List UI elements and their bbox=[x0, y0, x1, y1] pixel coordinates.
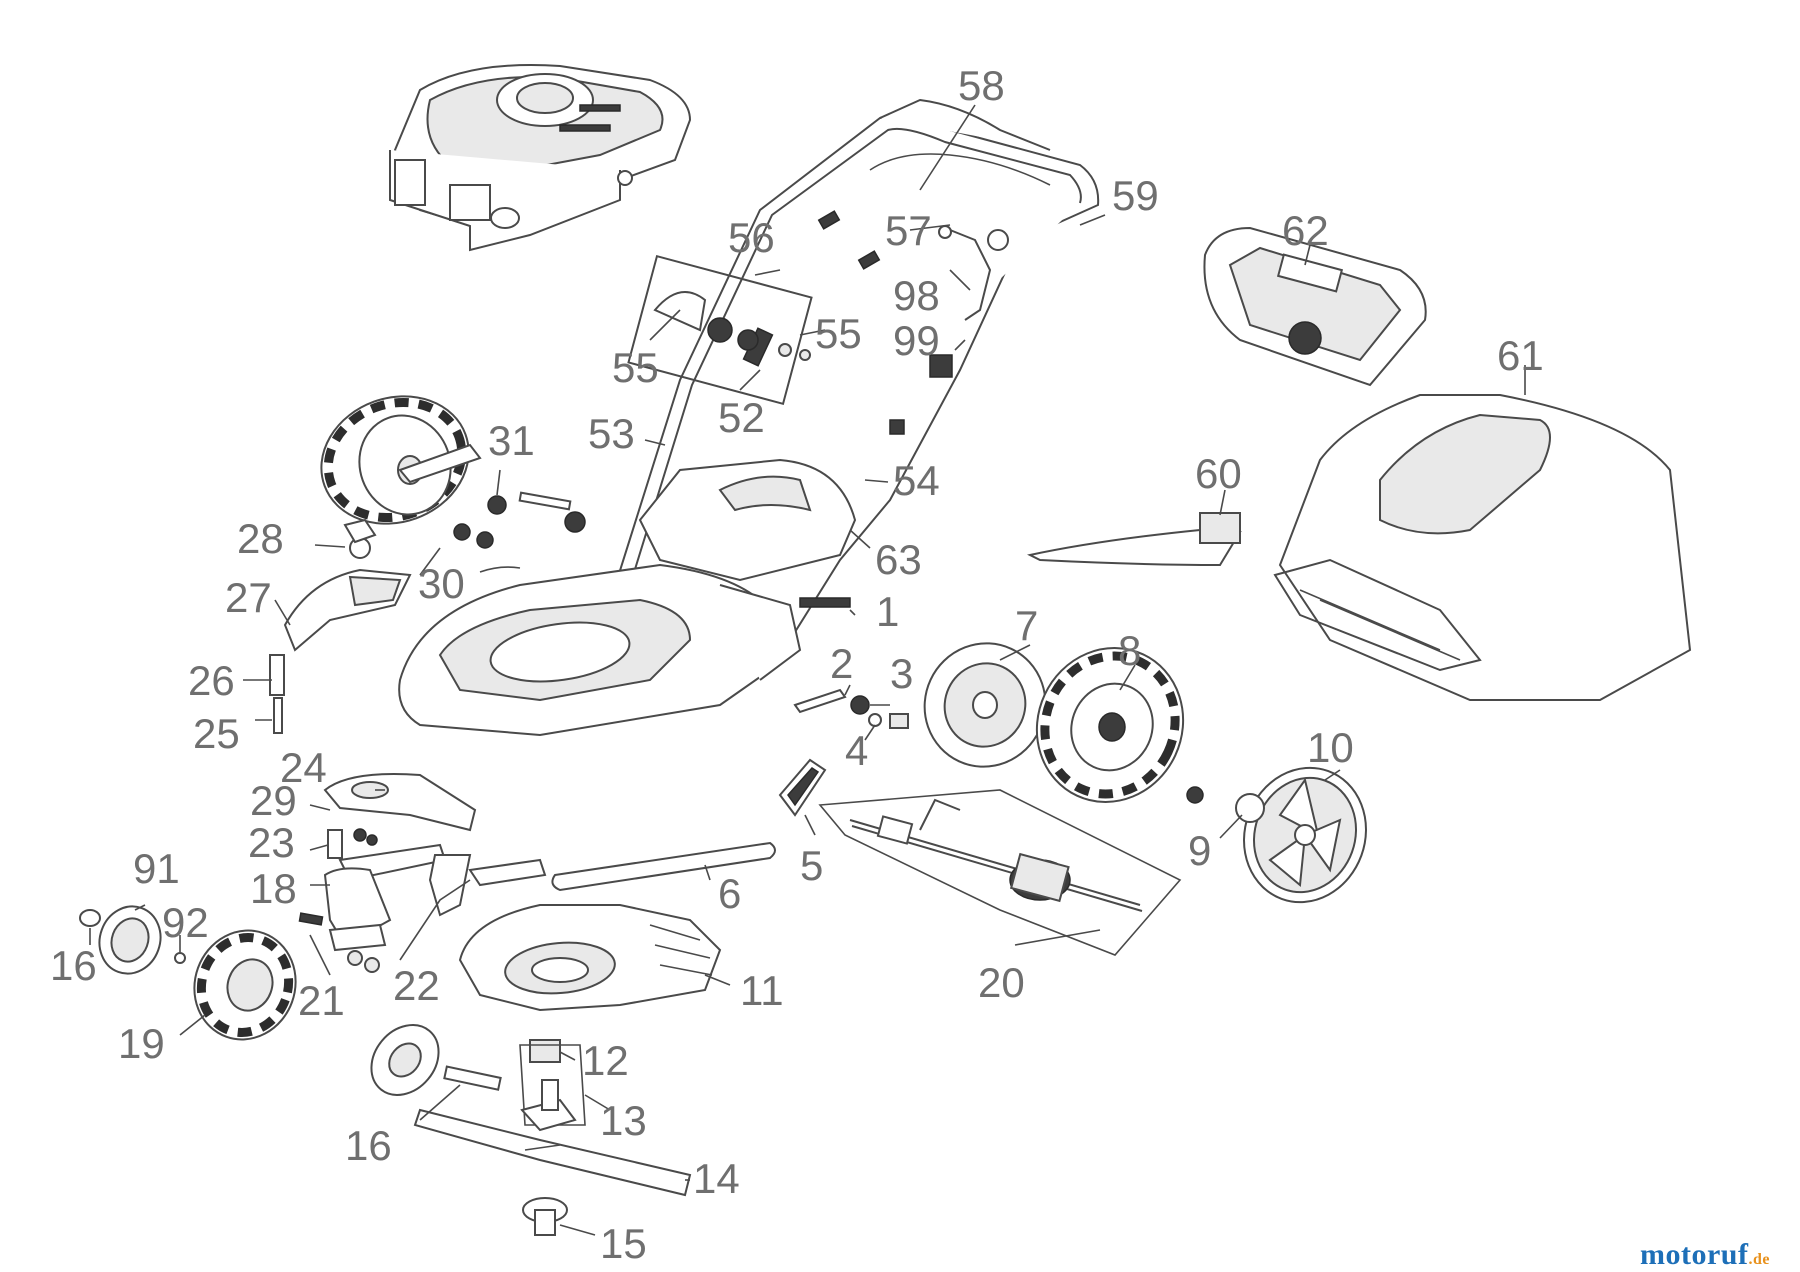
part-label-29: 29 bbox=[250, 777, 297, 824]
part-label-63: 63 bbox=[875, 536, 922, 583]
watermark-brand: motoruf bbox=[1640, 1238, 1749, 1271]
part-label-20: 20 bbox=[978, 959, 1025, 1006]
part-label-16-left: 16 bbox=[50, 942, 97, 989]
rear-flap-parts bbox=[269, 518, 412, 734]
engine-illustration bbox=[389, 64, 692, 252]
front-axle-parts bbox=[298, 773, 547, 973]
part-label-19: 19 bbox=[118, 1020, 165, 1067]
part-label-6: 6 bbox=[718, 870, 741, 917]
part-label-98: 98 bbox=[893, 272, 940, 319]
part-label-56: 56 bbox=[728, 214, 775, 261]
hub-cap-10-illustration bbox=[1186, 766, 1367, 904]
part-label-15: 15 bbox=[600, 1220, 647, 1267]
part-5-illustration bbox=[778, 758, 827, 817]
rear-flap-illustration bbox=[638, 458, 857, 582]
blade-housing-11-illustration bbox=[458, 904, 722, 1012]
wheel-cover-7-illustration bbox=[923, 642, 1047, 768]
part-label-12: 12 bbox=[582, 1037, 629, 1084]
mulching-plug-illustration bbox=[1027, 512, 1242, 567]
part-label-91: 91 bbox=[133, 845, 180, 892]
part-label-11: 11 bbox=[740, 967, 784, 1014]
part-label-13: 13 bbox=[600, 1097, 647, 1144]
part-label-4: 4 bbox=[845, 727, 868, 774]
part-label-31: 31 bbox=[488, 417, 535, 464]
part-label-1: 1 bbox=[876, 588, 899, 635]
part-label-52: 52 bbox=[718, 394, 765, 441]
part-label-2: 2 bbox=[830, 640, 853, 687]
grass-collector-illustration bbox=[1273, 394, 1692, 701]
part-label-5: 5 bbox=[800, 842, 823, 889]
part-label-24: 24 bbox=[280, 744, 327, 791]
part-label-99: 99 bbox=[893, 317, 940, 364]
part-label-59: 59 bbox=[1112, 172, 1159, 219]
part-label-62: 62 bbox=[1282, 207, 1329, 254]
part-label-10: 10 bbox=[1307, 724, 1354, 771]
part-label-14: 14 bbox=[693, 1155, 740, 1202]
part-label-23: 23 bbox=[248, 819, 295, 866]
grass-box-lid-illustration bbox=[1203, 226, 1427, 387]
rear-axle-hardware bbox=[349, 491, 586, 573]
part-label-57: 57 bbox=[885, 207, 932, 254]
part-label-9: 9 bbox=[1188, 827, 1211, 874]
wheel-8-illustration bbox=[1035, 647, 1185, 803]
part-label-16-bottom: 16 bbox=[345, 1122, 392, 1169]
part-label-21: 21 bbox=[298, 977, 345, 1024]
part-label-8: 8 bbox=[1118, 627, 1141, 674]
part-label-22: 22 bbox=[393, 962, 440, 1009]
part-label-18: 18 bbox=[250, 865, 297, 912]
blade-assembly-parts bbox=[370, 1024, 692, 1236]
part-label-55-left: 55 bbox=[612, 344, 659, 391]
motoruf-watermark: motoruf.de bbox=[1640, 1238, 1770, 1272]
part-label-58: 58 bbox=[958, 62, 1005, 109]
part-label-26: 26 bbox=[188, 657, 235, 704]
drive-axle-20-illustration bbox=[818, 789, 1182, 956]
mower-deck-illustration bbox=[398, 563, 851, 737]
part-label-61: 61 bbox=[1497, 332, 1544, 379]
drive-belt-6-illustration bbox=[551, 841, 776, 892]
part-label-92: 92 bbox=[162, 899, 209, 946]
part-label-54: 54 bbox=[893, 457, 940, 504]
part-label-28: 28 bbox=[237, 515, 284, 562]
part-label-60: 60 bbox=[1195, 450, 1242, 497]
rear-wheel-top-illustration bbox=[320, 395, 482, 525]
front-wheel-parts bbox=[79, 905, 297, 1041]
part-label-7: 7 bbox=[1015, 602, 1038, 649]
part-label-30: 30 bbox=[418, 560, 465, 607]
part-number-labels: 58 59 57 56 62 98 55 99 55 52 53 61 31 5… bbox=[50, 62, 1544, 1267]
small-parts-2-4 bbox=[793, 688, 909, 729]
watermark-suffix: .de bbox=[1748, 1251, 1770, 1268]
part-label-55-right: 55 bbox=[815, 310, 862, 357]
leader-lines bbox=[89, 104, 1526, 1236]
part-label-27: 27 bbox=[225, 574, 272, 621]
part-label-25: 25 bbox=[193, 710, 240, 757]
part-label-53: 53 bbox=[588, 410, 635, 457]
part-label-3: 3 bbox=[890, 650, 913, 697]
